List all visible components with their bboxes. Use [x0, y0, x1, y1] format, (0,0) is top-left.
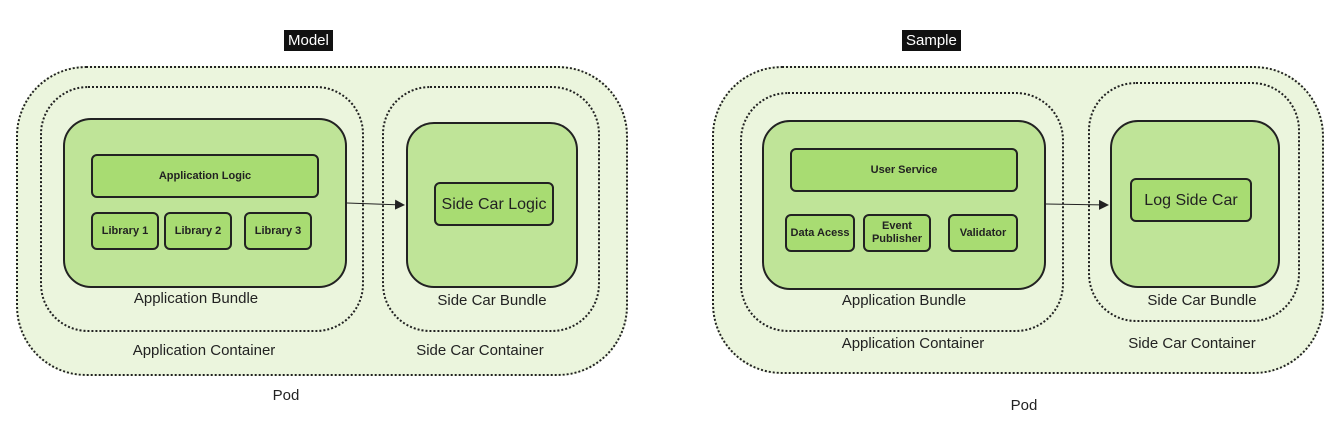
sample-log-sidecar: Log Side Car — [1130, 178, 1252, 222]
model-pod-label: Pod — [272, 387, 300, 404]
sample-sidecar-container-label: Side Car Container — [1128, 335, 1256, 352]
sample-data-access: Data Acess — [785, 214, 855, 252]
sample-application-container-label: Application Container — [841, 335, 985, 352]
sample-user-service: User Service — [790, 148, 1018, 192]
model-title: Model — [284, 30, 333, 51]
sample-title: Sample — [902, 30, 961, 51]
model-application-container-label: Application Container — [132, 342, 276, 359]
sample-application-bundle-label: Application Bundle — [841, 292, 967, 309]
model-application-bundle — [63, 118, 347, 288]
model-library-2: Library 2 — [164, 212, 232, 250]
model-sidecar-bundle-label: Side Car Bundle — [437, 292, 547, 309]
model-application-logic: Application Logic — [91, 154, 319, 198]
model-sidecar-logic: Side Car Logic — [434, 182, 554, 226]
sample-arrow — [1045, 199, 1109, 210]
model-library-3: Library 3 — [244, 212, 312, 250]
sample-validator: Validator — [948, 214, 1018, 252]
sample-sidecar-bundle-label: Side Car Bundle — [1147, 292, 1257, 309]
model-sidecar-container-label: Side Car Container — [416, 342, 544, 359]
sample-pod-label: Pod — [1010, 397, 1038, 414]
model-arrow — [346, 199, 405, 210]
model-application-bundle-label: Application Bundle — [133, 290, 259, 307]
sample-event-publisher: Event Publisher — [863, 214, 931, 252]
model-library-1: Library 1 — [91, 212, 159, 250]
